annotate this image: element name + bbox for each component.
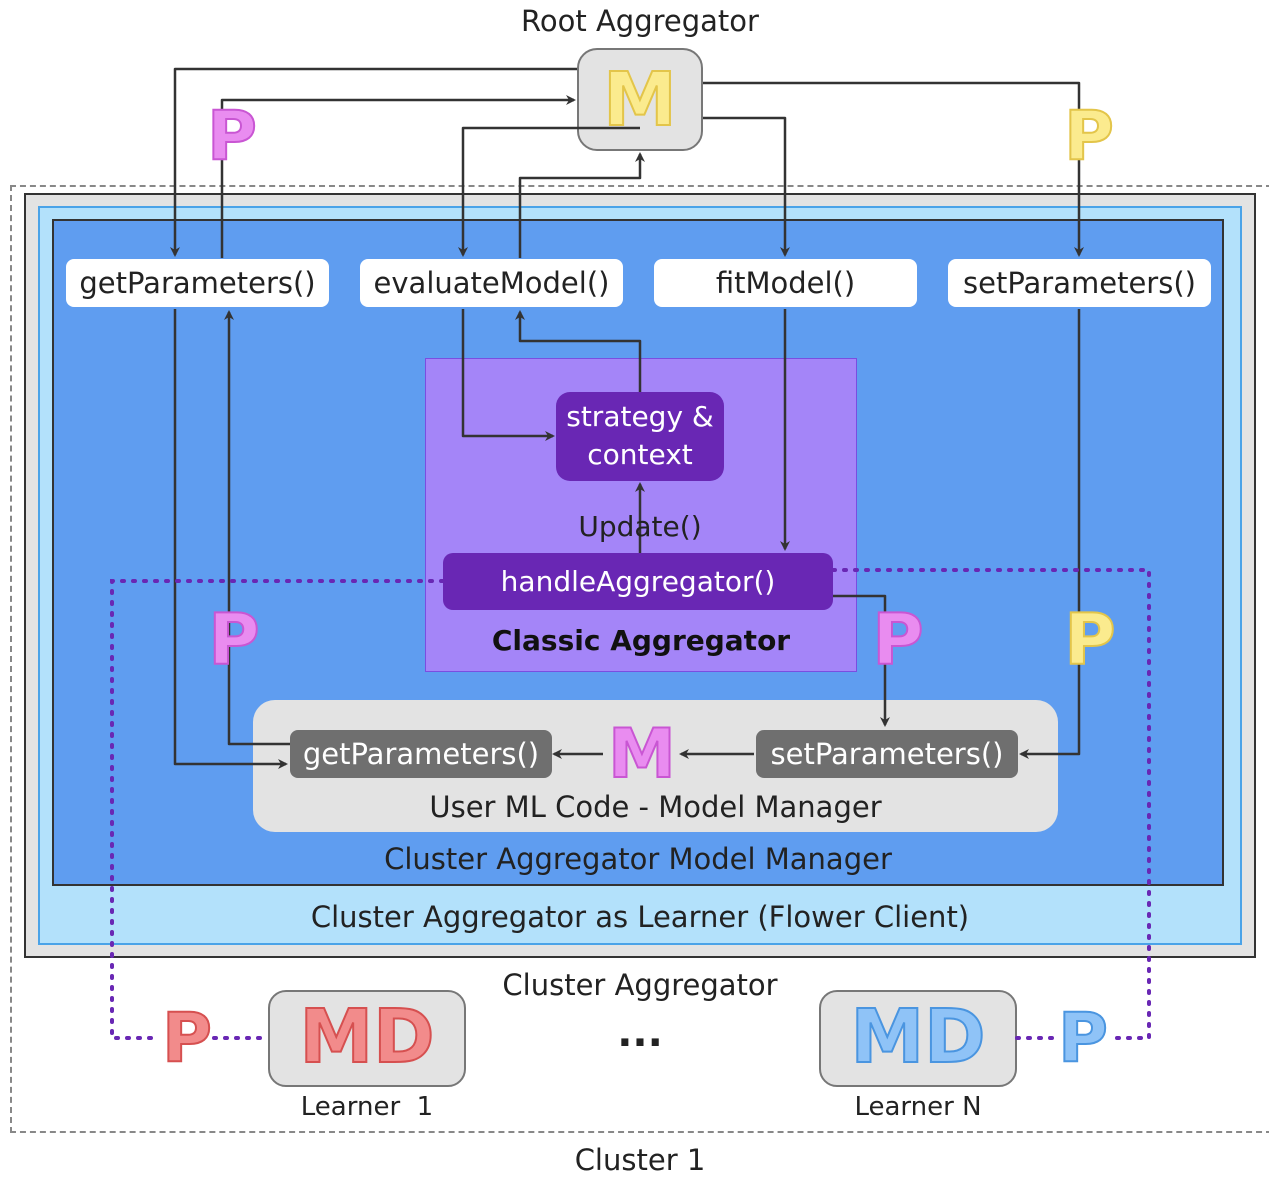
cluster-label: Cluster 1 (574, 1143, 706, 1177)
strategy-label-line2: context (587, 438, 693, 471)
strategy-label-line1: strategy & (566, 400, 714, 433)
user-ml-label: User ML Code - Model Manager (429, 790, 882, 824)
arrow-user-get-up (224, 310, 290, 746)
strategy-context-box[interactable]: strategy & context (556, 392, 724, 481)
arrow-getparams-to-root (220, 95, 576, 258)
arrow-handle-to-user-set (833, 594, 890, 727)
dotted-link-learner-n (831, 568, 1151, 1040)
param-letter-pink-left: P (207, 599, 260, 681)
learner-1-label: Learner 1 (300, 1092, 434, 1122)
user-model-letter: M (607, 715, 677, 794)
param-letter-yellow-right: P (1063, 599, 1116, 681)
arrow-evaluate-to-strategy (461, 309, 555, 441)
param-letter-blue: P (1057, 999, 1109, 1078)
user-set-parameters-box[interactable]: setParameters() (756, 730, 1018, 778)
get-parameters-box[interactable]: getParameters() (66, 259, 329, 307)
dotted-link-learner-1 (110, 579, 445, 1040)
arrow-setparams-down (1019, 309, 1081, 759)
learner-n-label: Learner N (854, 1092, 982, 1122)
cluster-border (10, 185, 1269, 1133)
root-aggregator-title: Root Aggregator (521, 4, 759, 38)
fit-model-box[interactable]: fitModel() (654, 259, 917, 307)
arrow-getparams-down (173, 309, 288, 769)
root-model-letter: M (602, 57, 678, 143)
learner-n-letters: MD (849, 994, 986, 1080)
handle-aggregator-box[interactable]: handleAggregator() (443, 553, 833, 610)
classic-aggregator-label: Classic Aggregator (491, 624, 791, 657)
set-parameters-box[interactable]: setParameters() (948, 259, 1211, 307)
arrow-root-to-evaluate (458, 126, 640, 257)
param-letter-yellow-top: P (1063, 97, 1115, 176)
param-letter-red: P (161, 999, 213, 1078)
arrow-root-to-getparams (170, 67, 577, 257)
learner-1-letters: MD (298, 994, 435, 1080)
cluster-learner-label: Cluster Aggregator as Learner (Flower Cl… (310, 900, 970, 934)
param-letter-pink-right: P (871, 599, 924, 681)
root-model-box (577, 48, 703, 151)
arrow-root-to-setparams (703, 81, 1084, 257)
param-letter-pink-top: P (206, 97, 258, 176)
model-manager-label: Cluster Aggregator Model Manager (384, 842, 892, 876)
arrow-root-to-fit (703, 116, 790, 257)
arrow-evaluate-to-root (518, 152, 645, 258)
learner-1-box (268, 990, 466, 1087)
user-get-parameters-box[interactable]: getParameters() (290, 730, 552, 778)
arrow-strategy-to-evaluate (515, 310, 642, 392)
evaluate-model-box[interactable]: evaluateModel() (360, 259, 623, 307)
update-label: Update() (578, 510, 702, 543)
cluster-aggregator-label: Cluster Aggregator (502, 968, 778, 1002)
learners-ellipsis: ... (617, 1010, 663, 1056)
